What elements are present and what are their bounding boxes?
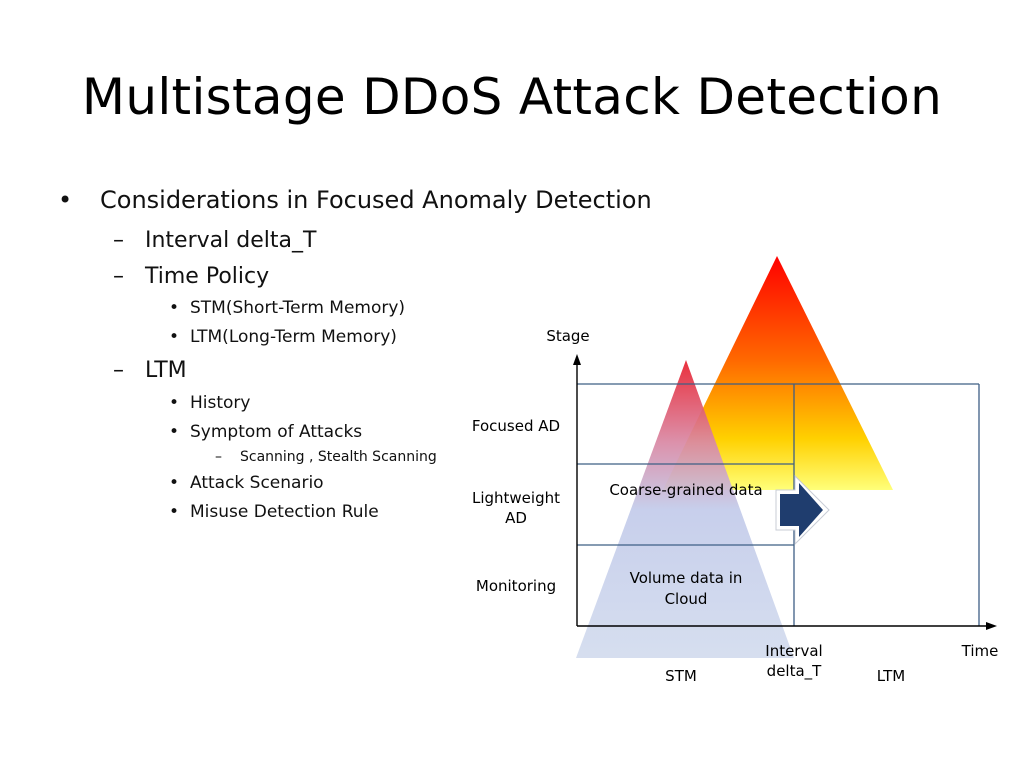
volume-data-line1: Volume data in	[630, 569, 743, 587]
outline-misuse: Misuse Detection Rule	[190, 502, 379, 522]
focused-ad-triangle	[663, 256, 893, 490]
bullet-marker: •	[58, 186, 73, 214]
stm-triangle	[576, 360, 794, 658]
stage-lightweight-line1: Lightweight	[472, 489, 560, 507]
x-axis-label: Time	[961, 642, 999, 660]
interval-label-line2: delta_T	[767, 662, 822, 681]
y-axis-arrowhead	[573, 354, 581, 365]
outline-interval: Interval delta_T	[145, 228, 317, 253]
stage-lightweight-line2: AD	[505, 509, 527, 527]
interval-label-line1: Interval	[765, 642, 822, 660]
outline-history: History	[190, 393, 251, 413]
slide-title: Multistage DDoS Attack Detection	[81, 68, 943, 126]
dash-marker: –	[215, 449, 222, 465]
ltm-label: LTM	[877, 667, 905, 685]
bullet-marker: •	[169, 502, 180, 522]
bullet-marker: •	[169, 327, 180, 347]
bullet-marker: •	[169, 393, 180, 413]
outline-ltm: LTM	[145, 358, 187, 383]
shift-arrow-icon	[780, 483, 823, 537]
outline-scanning: Scanning , Stealth Scanning	[240, 449, 437, 465]
y-axis-label: Stage	[546, 327, 589, 345]
outline-ltm-memory: LTM(Long-Term Memory)	[190, 327, 397, 347]
outline-scenario: Attack Scenario	[190, 473, 324, 493]
dash-marker: –	[113, 358, 124, 383]
bullet-marker: •	[169, 422, 180, 442]
outline-time-policy: Time Policy	[145, 264, 270, 289]
x-axis-arrowhead	[986, 622, 997, 630]
stage-monitoring: Monitoring	[476, 577, 556, 595]
dash-marker: –	[113, 264, 124, 289]
stage-focused-ad: Focused AD	[472, 417, 560, 435]
dash-marker: –	[113, 228, 124, 253]
stm-label: STM	[665, 667, 697, 685]
bullet-marker: •	[169, 298, 180, 318]
volume-data-line2: Cloud	[665, 590, 708, 608]
coarse-grained-label: Coarse-grained data	[609, 481, 762, 499]
outline-stm: STM(Short-Term Memory)	[190, 298, 406, 318]
outline-heading: Considerations in Focused Anomaly Detect…	[100, 186, 652, 214]
outline-symptom: Symptom of Attacks	[190, 422, 363, 442]
bullet-marker: •	[169, 473, 180, 493]
